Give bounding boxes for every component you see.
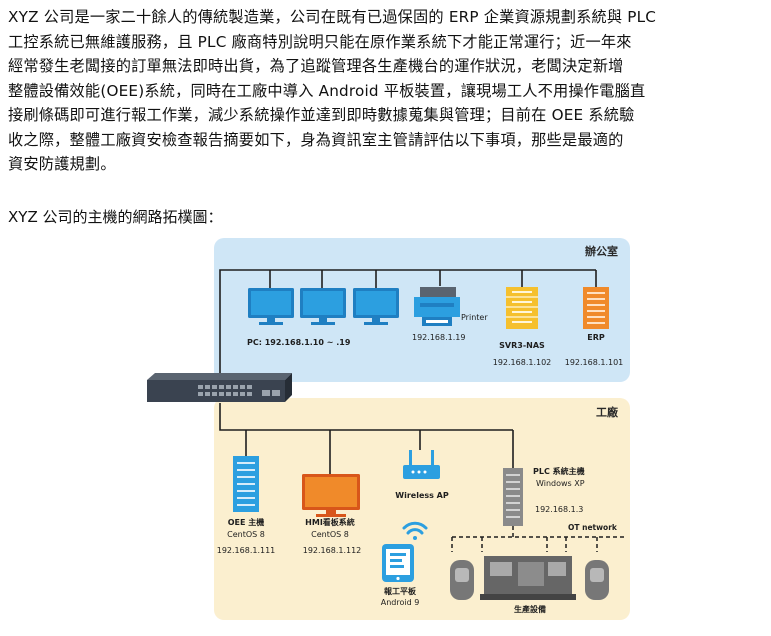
erp-server-icon <box>583 287 609 329</box>
plc-host-icon <box>503 468 523 526</box>
wifi-signal-icon <box>402 521 428 540</box>
pc-label: PC: 192.168.1.10 ~ .19 <box>247 338 351 347</box>
oee-server-icon <box>233 456 259 512</box>
paragraph-line-7: 資安防護規劃。 <box>8 155 116 173</box>
ot-network-label: OT network <box>568 523 618 532</box>
oee-ip: 192.168.1.111 <box>217 546 276 555</box>
tablet-os: Android 9 <box>381 598 420 607</box>
nas-label: SVR3-NAS <box>499 341 545 350</box>
tablet-name: 報工平板 <box>384 586 417 596</box>
printer-label: Printer <box>461 313 488 322</box>
paragraph-line-6: 收之際，整體工廠資安檢查報告摘要如下，身為資訊室主管請評估以下事項，那些是最適的 <box>8 130 624 149</box>
factory-zone-title: 工廠 <box>596 405 619 419</box>
tablet-icon <box>382 544 414 582</box>
paragraph-line-2: 工控系統已無維護服務，且 PLC 廠商特別說明只能在原作業系統下才能正常運行；近… <box>8 32 632 51</box>
paragraph-line-3: 經常發生老闆接的訂單無法即時出貨，為了追蹤管理各生產機台的運作狀況，老闆決定新增 <box>8 57 624 75</box>
network-switch <box>147 373 292 402</box>
problem-paragraph: XYZ 公司是一家二十餘人的傳統製造業，公司在既有已過保固的 ERP 企業資源規… <box>8 5 760 177</box>
oee-name: OEE 主機 <box>228 517 265 527</box>
paragraph-line-1: XYZ 公司是一家二十餘人的傳統製造業，公司在既有已過保固的 ERP 企業資源規… <box>8 8 657 26</box>
hmi-name: HMI看板系統 <box>305 517 355 527</box>
wireless-ap-icon <box>403 450 440 479</box>
erp-ip: 192.168.1.101 <box>565 358 624 367</box>
hmi-os: CentOS 8 <box>311 530 349 539</box>
pc-monitor-icon <box>248 288 294 325</box>
printer-icon <box>414 287 460 326</box>
wireless-ap-label: Wireless AP <box>395 491 449 500</box>
paragraph-line-5: 接刷條碼即可進行報工作業，減少系統操作並達到即時數據蒐集與管理；目前在 OEE … <box>8 106 635 124</box>
equipment-label: 生產設備 <box>514 604 546 614</box>
plc-name: PLC 系統主機 <box>533 466 585 476</box>
hmi-ip: 192.168.1.112 <box>303 546 362 555</box>
plc-ip: 192.168.1.3 <box>535 505 583 514</box>
production-equipment-icon <box>450 556 609 600</box>
diagram-caption: XYZ 公司的主機的網路拓樸圖： <box>8 208 223 226</box>
nas-ip: 192.168.1.102 <box>493 358 552 367</box>
pc-monitor-icon <box>300 288 346 325</box>
pc-monitor-icon <box>353 288 399 325</box>
office-zone-title: 辦公室 <box>585 244 618 258</box>
nas-server-icon <box>506 287 538 329</box>
printer-ip: 192.168.1.19 <box>412 333 465 342</box>
erp-label: ERP <box>587 333 605 342</box>
paragraph-line-4: 整體設備效能(OEE)系統，同時在工廠中導入 Android 平板裝置，讓現場工… <box>8 81 646 100</box>
hmi-monitor-icon <box>302 474 360 517</box>
plc-os: Windows XP <box>536 479 585 488</box>
oee-os: CentOS 8 <box>227 530 265 539</box>
